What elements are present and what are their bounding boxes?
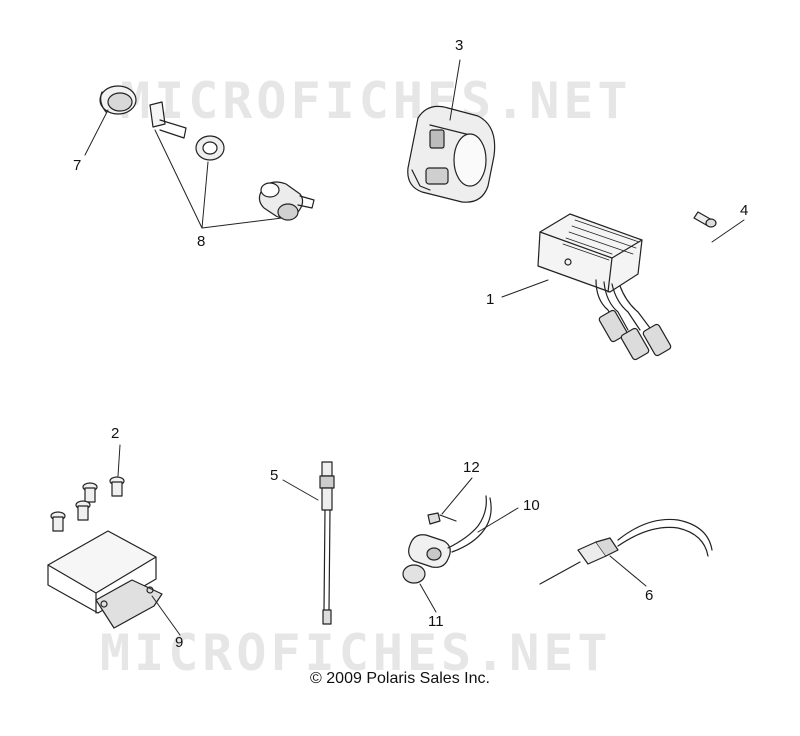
callout-3: 3 <box>455 37 464 54</box>
part-10-11-12-speed-sensor <box>402 495 492 584</box>
callout-2: 2 <box>111 425 120 442</box>
leader-lines <box>84 59 745 636</box>
part-6-temp-sensor <box>539 518 713 585</box>
callout-9: 9 <box>175 634 184 651</box>
callout-4: 4 <box>740 202 749 219</box>
part-5-sensor <box>319 461 335 625</box>
part-9-module <box>47 530 163 629</box>
copyright-text: © 2009 Polaris Sales Inc. <box>310 670 490 687</box>
callout-11: 11 <box>428 613 444 630</box>
watermark-bottom: MICROFICHES.NET <box>100 624 612 682</box>
watermark-top: MICROFICHES.NET <box>120 72 632 130</box>
callout-8: 8 <box>197 233 206 250</box>
callout-6: 6 <box>645 587 654 604</box>
part-4-bolt <box>693 211 717 228</box>
part-2-screws <box>50 476 125 532</box>
part-3-switch-housing <box>407 105 496 203</box>
callout-10: 10 <box>523 497 540 514</box>
callout-7: 7 <box>73 157 82 174</box>
callout-5: 5 <box>270 467 279 484</box>
callout-1: 1 <box>486 291 495 308</box>
part-7-cap <box>99 85 137 115</box>
part-1-regulator <box>537 213 672 361</box>
part-8-ignition-switch <box>149 101 315 221</box>
callout-12: 12 <box>463 459 480 476</box>
